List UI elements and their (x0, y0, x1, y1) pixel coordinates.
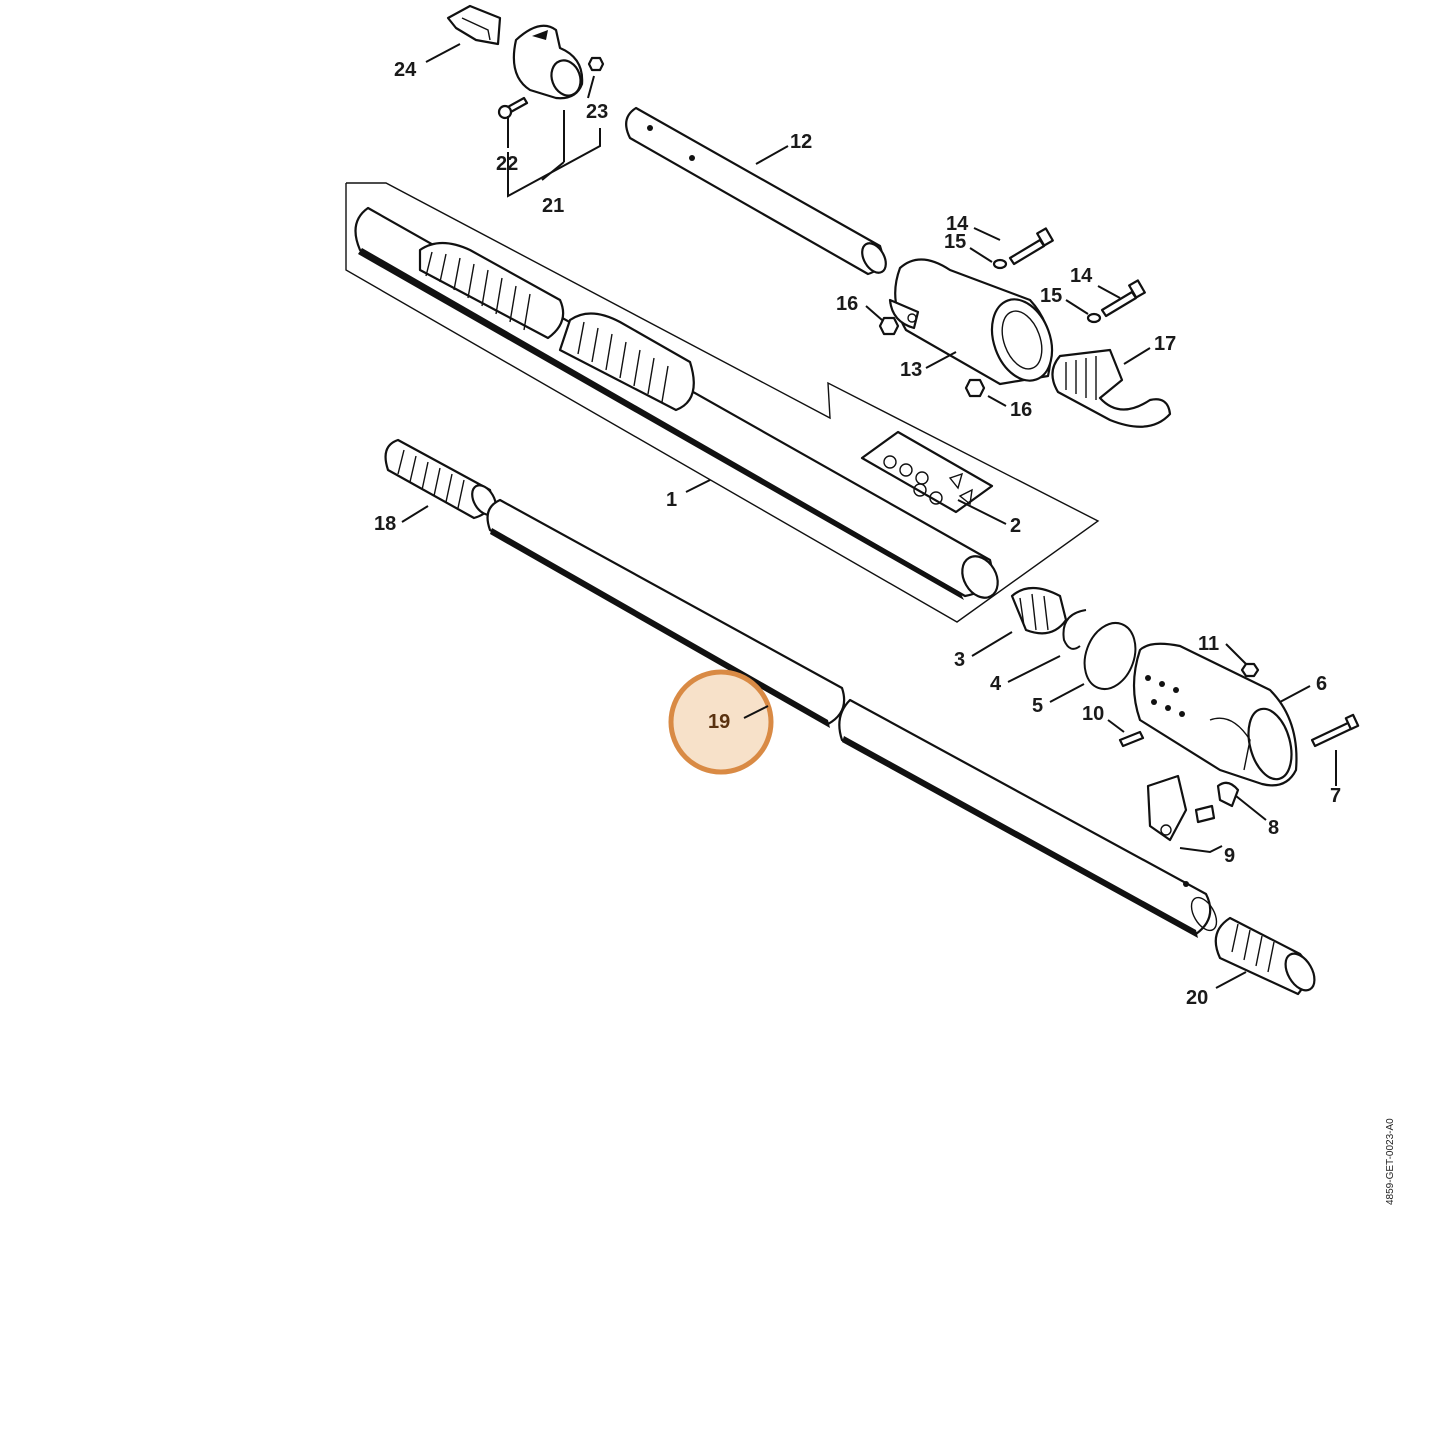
callout-20: 20 (1186, 987, 1208, 1009)
o-ring-5 (1083, 622, 1137, 690)
pin-8 (1216, 781, 1240, 808)
screw-14a (1008, 227, 1054, 266)
upper-shaft (625, 106, 887, 276)
screw-10 (1118, 730, 1145, 748)
leader-lines (401, 43, 1337, 989)
gear-housing-6 (1132, 642, 1298, 787)
drive-tube-with-grips (354, 206, 999, 600)
callout-10: 10 (1082, 703, 1104, 725)
callout-labels: 1 2 3 4 5 6 7 8 9 10 11 12 13 14 14 15 1… (374, 59, 1341, 1009)
callout-13: 13 (900, 359, 922, 381)
callout-15a: 15 (944, 231, 966, 253)
drive-shaft-19 (486, 498, 1218, 938)
callout-24: 24 (394, 59, 417, 81)
drawing-code: 4859-GET-0023-A0 (1385, 1118, 1396, 1205)
callout-19: 19 (708, 711, 730, 733)
handle-bracket (512, 24, 584, 100)
washer-15a (992, 258, 1008, 270)
callout-16a: 16 (836, 293, 858, 315)
screw-7 (1310, 713, 1360, 748)
callout-15b: 15 (1040, 285, 1062, 307)
nut-11 (1240, 662, 1260, 678)
callout-5: 5 (1032, 695, 1043, 717)
sleeve-20 (1214, 916, 1316, 996)
callout-9: 9 (1224, 845, 1235, 867)
callout-7: 7 (1330, 785, 1341, 807)
callout-16b: 16 (1010, 399, 1032, 421)
circlip-4 (1062, 609, 1087, 650)
coupling-housing (888, 258, 1054, 386)
washer-15b (1086, 312, 1102, 324)
callout-8: 8 (1268, 817, 1279, 839)
nut-23 (587, 56, 605, 72)
screw-22 (497, 96, 529, 120)
callout-14a: 14 (946, 213, 969, 235)
callout-17: 17 (1154, 333, 1176, 355)
kit-outline (345, 182, 1100, 623)
sleeve-18 (384, 438, 497, 520)
callout-1: 1 (666, 489, 677, 511)
callout-21: 21 (542, 195, 564, 217)
nut-16b (964, 378, 986, 398)
callout-3: 3 (954, 649, 965, 671)
callout-23: 23 (586, 101, 608, 123)
clip-24 (446, 4, 502, 46)
nut-16a (878, 316, 900, 336)
clamp (1051, 348, 1172, 428)
callout-2: 2 (1010, 515, 1021, 537)
hanger-9 (1146, 774, 1216, 842)
screw-14b (1100, 279, 1146, 318)
callout-18: 18 (374, 513, 396, 535)
callout-4: 4 (990, 673, 1002, 695)
callout-11: 11 (1198, 633, 1219, 655)
highlight-ring (668, 669, 774, 775)
callout-12: 12 (790, 131, 812, 153)
callout-6: 6 (1316, 673, 1327, 695)
callout-22: 22 (496, 153, 518, 175)
warning-label-decal (860, 430, 994, 514)
callout-14b: 14 (1070, 265, 1093, 287)
bearing-3 (1010, 586, 1068, 635)
